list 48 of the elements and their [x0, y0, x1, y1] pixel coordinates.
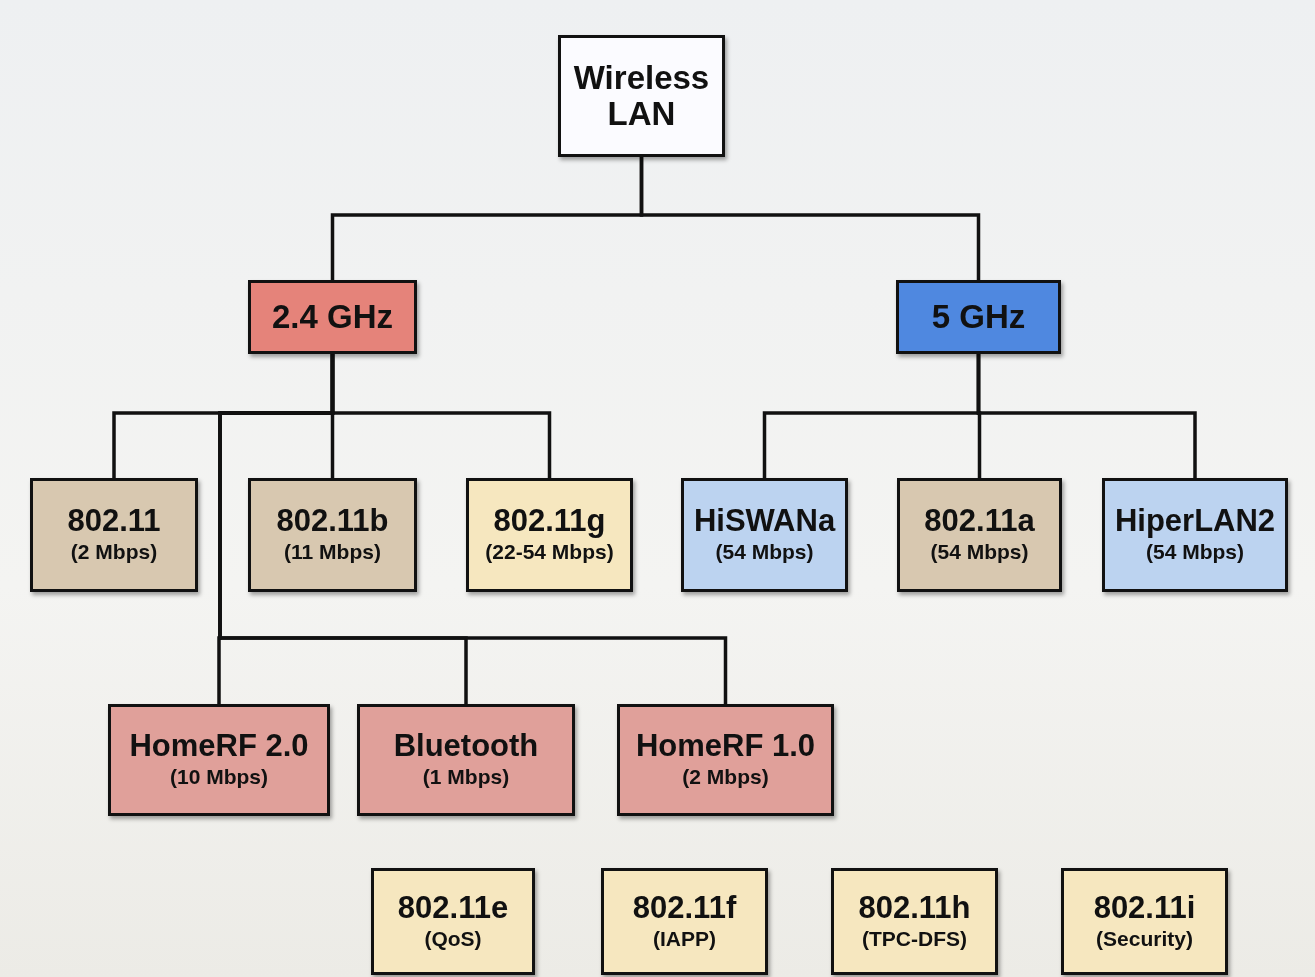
data-rate-text: (2 Mbps): [682, 764, 769, 791]
box-title: 5 GHz: [931, 298, 1026, 336]
data-rate-text: (22-54 Mbps): [485, 539, 614, 566]
box-title: HiperLAN2: [1114, 504, 1276, 539]
category-box: [896, 280, 1061, 354]
data-rate-text: (54 Mbps): [715, 539, 814, 566]
box-title: 802.11: [67, 504, 161, 539]
box-title: 802.11h: [858, 890, 971, 925]
box-title: 802.11g: [493, 504, 606, 539]
category-box: [617, 704, 834, 816]
data-rate-text: (1 Mbps): [422, 764, 510, 791]
category-box: [1061, 868, 1228, 975]
category-box: [108, 704, 330, 816]
connector-line: [218, 354, 728, 704]
data-rate-text: (QoS): [424, 925, 482, 952]
category-box: [831, 868, 998, 975]
connector-line: [976, 354, 1197, 478]
data-rate-text: (Security): [1096, 925, 1193, 952]
category-box: [601, 868, 768, 975]
data-rate-text: (IAPP): [653, 925, 716, 952]
category-box: [248, 280, 417, 354]
category-box: [357, 704, 575, 816]
box-title: 802.11b: [276, 504, 389, 539]
data-rate-text: (TPC-DFS): [862, 925, 967, 952]
category-box: [30, 478, 198, 592]
connector-line: [639, 157, 981, 280]
data-rate-text: (10 Mbps): [170, 764, 268, 791]
box-title: 802.11i: [1093, 890, 1196, 925]
box-title: HomeRF 2.0: [129, 729, 309, 764]
box-title: 2.4 GHz: [271, 298, 393, 336]
category-box: [371, 868, 535, 975]
category-box: [558, 35, 725, 157]
box-title: 802.11a: [924, 504, 1035, 539]
category-box: [897, 478, 1062, 592]
data-rate-text: (54 Mbps): [1146, 539, 1244, 566]
category-box: [466, 478, 633, 592]
category-box: [248, 478, 417, 592]
data-rate-text: (2 Mbps): [70, 539, 158, 566]
box-title: 802.11f: [632, 890, 737, 925]
box-title: HomeRF 1.0: [635, 729, 816, 764]
box-title: Wireless LAN: [572, 59, 711, 133]
data-rate-text: (54 Mbps): [930, 539, 1029, 566]
box-title: 802.11e: [397, 890, 509, 925]
category-box: [1102, 478, 1288, 592]
category-box: [681, 478, 848, 592]
data-rate-text: (11 Mbps): [284, 539, 381, 566]
box-title: Bluetooth: [393, 729, 539, 764]
box-title: HiSWANa: [693, 504, 836, 539]
